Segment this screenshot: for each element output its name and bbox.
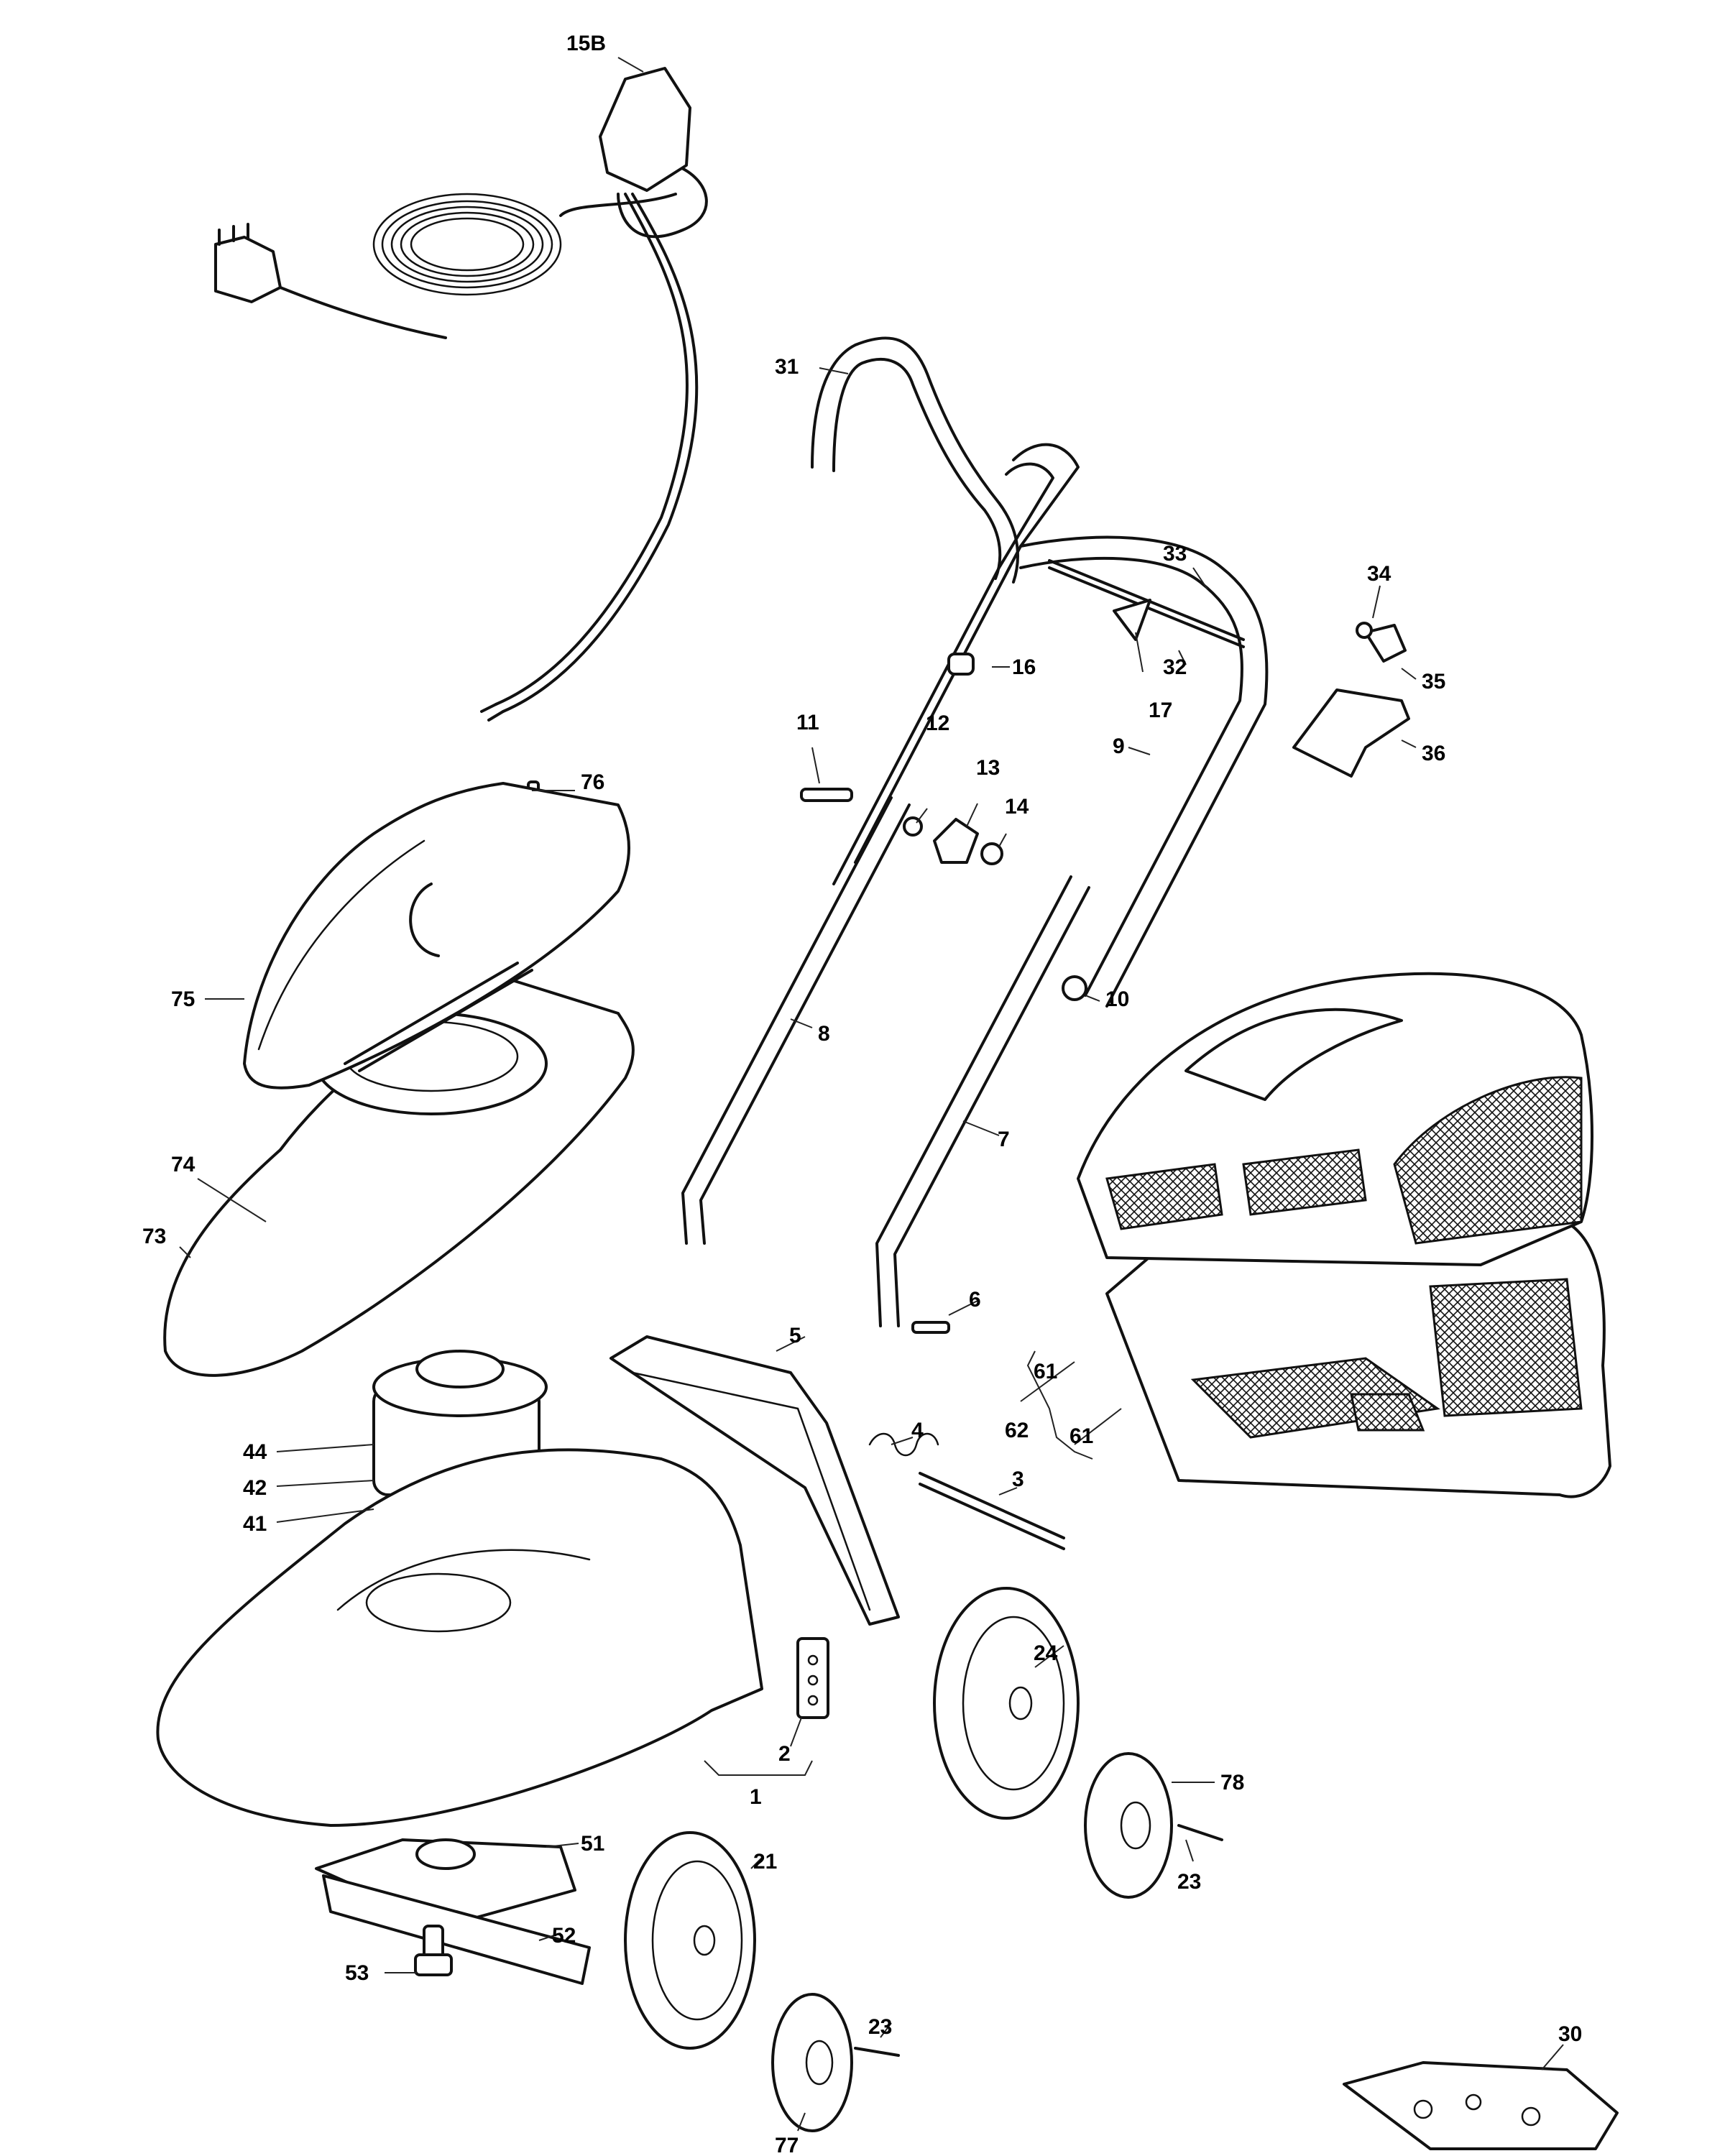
callout-3: 3 bbox=[1012, 1468, 1024, 1491]
hubcap-78 bbox=[1084, 1752, 1223, 1899]
callout-1: 1 bbox=[750, 1785, 762, 1809]
callout-33: 33 bbox=[1163, 542, 1187, 566]
callout-36: 36 bbox=[1422, 742, 1445, 765]
callout-15b: 15B bbox=[566, 32, 606, 55]
callout-41: 41 bbox=[243, 1512, 267, 1536]
callout-16: 16 bbox=[1012, 655, 1036, 679]
callout-74: 74 bbox=[171, 1153, 196, 1176]
grass-box-lower-61 bbox=[1105, 1213, 1611, 1498]
callout-17: 17 bbox=[1149, 699, 1172, 722]
callout-30: 30 bbox=[1558, 2022, 1582, 2046]
power-cable-assembly bbox=[214, 67, 708, 722]
callout-13: 13 bbox=[976, 756, 1000, 780]
callout-6: 6 bbox=[969, 1288, 981, 1312]
hardware-bag-30 bbox=[1343, 2061, 1619, 2150]
callout-23-right: 23 bbox=[1177, 1870, 1201, 1894]
rear-wheel-24 bbox=[933, 1587, 1080, 1820]
deflector-5 bbox=[610, 1335, 900, 1626]
height-plate-2 bbox=[796, 1637, 829, 1719]
blade-52 bbox=[322, 1874, 591, 1985]
callout-8: 8 bbox=[818, 1022, 830, 1046]
callout-labels: 15B 31 33 34 35 36 32 16 17 11 12 13 14 … bbox=[142, 32, 1582, 2156]
callout-4: 4 bbox=[911, 1419, 924, 1442]
handle-bar-8 bbox=[681, 796, 911, 1245]
callout-53: 53 bbox=[345, 1961, 369, 1985]
handle-bar-7 bbox=[875, 875, 1090, 1327]
callout-21: 21 bbox=[753, 1850, 777, 1874]
callout-73: 73 bbox=[142, 1225, 166, 1248]
callout-34: 34 bbox=[1367, 562, 1392, 586]
callout-61-upper: 61 bbox=[1034, 1360, 1057, 1383]
callout-75: 75 bbox=[171, 987, 195, 1011]
deck-1 bbox=[156, 1448, 763, 1827]
front-wheel-21 bbox=[624, 1831, 756, 2050]
callout-32: 32 bbox=[1163, 655, 1187, 679]
callout-35: 35 bbox=[1422, 670, 1445, 694]
spring-rod-3-4 bbox=[868, 1432, 1065, 1550]
callout-7: 7 bbox=[998, 1128, 1010, 1151]
callout-9: 9 bbox=[1113, 734, 1125, 758]
bracket-36 bbox=[1292, 622, 1410, 778]
callout-2: 2 bbox=[778, 1742, 791, 1766]
callout-62: 62 bbox=[1005, 1419, 1029, 1442]
callout-76: 76 bbox=[581, 770, 604, 794]
bolt-53 bbox=[414, 1925, 453, 1976]
callout-24: 24 bbox=[1034, 1641, 1058, 1665]
callout-10: 10 bbox=[1105, 987, 1129, 1011]
callout-5: 5 bbox=[789, 1324, 801, 1348]
callout-23-left: 23 bbox=[868, 2015, 892, 2039]
callout-12: 12 bbox=[926, 711, 949, 735]
small-hardware bbox=[266, 599, 1151, 1334]
callout-44: 44 bbox=[243, 1440, 267, 1464]
callout-14: 14 bbox=[1005, 795, 1029, 819]
upper-handle-31 bbox=[811, 336, 1019, 584]
lower-handle-9 bbox=[832, 443, 1269, 1008]
grass-box-upper-61 bbox=[1077, 972, 1593, 1266]
callout-51: 51 bbox=[581, 1832, 604, 1856]
callout-11: 11 bbox=[796, 711, 819, 734]
leader-lines bbox=[179, 57, 1564, 2132]
top-cover-75 bbox=[243, 782, 630, 1089]
hubcap-77 bbox=[771, 1993, 900, 2132]
callout-77: 77 bbox=[775, 2134, 799, 2156]
callout-52: 52 bbox=[552, 1924, 576, 1948]
callout-31: 31 bbox=[775, 355, 799, 379]
callout-78: 78 bbox=[1220, 1771, 1244, 1795]
callout-61-lower: 61 bbox=[1070, 1424, 1093, 1448]
callout-42: 42 bbox=[243, 1476, 267, 1500]
